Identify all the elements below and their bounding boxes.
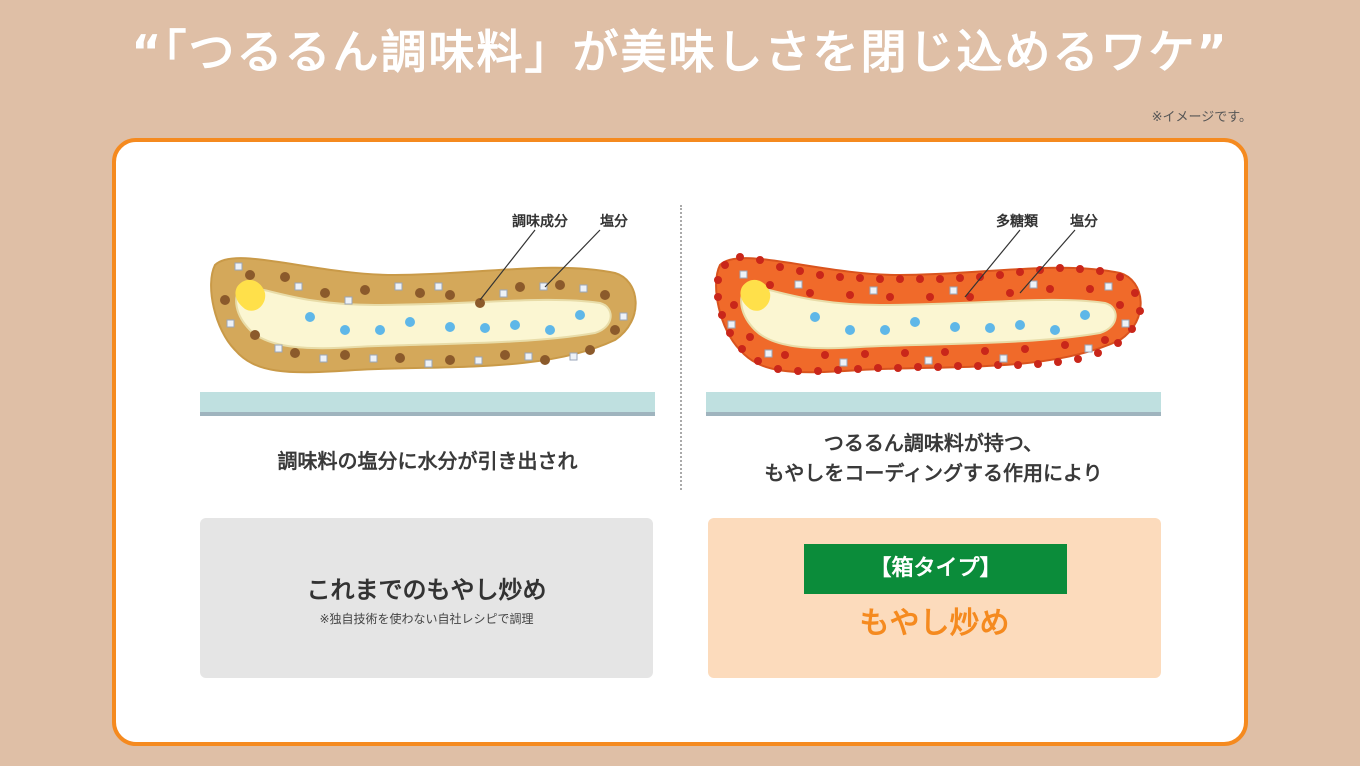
left-plate <box>200 392 655 416</box>
right-sprout-diagram <box>700 205 1170 420</box>
callout-seasoning: 調味成分 <box>512 214 568 230</box>
right-caption-line1: つるるん調味料が持つ、 <box>823 431 1044 455</box>
right-plate <box>706 392 1161 416</box>
box-type-badge: 【箱タイプ】 <box>804 544 1067 594</box>
center-divider <box>680 205 682 490</box>
right-caption-line2: もやしをコーディングする作用により <box>764 461 1103 485</box>
left-box-note: ※独自技術を使わない自社レシピで調理 <box>319 612 534 626</box>
callout-salt-right: 塩分 <box>1070 214 1098 230</box>
callout-salt-left: 塩分 <box>600 214 628 230</box>
page-title: “「つるるん調味料」が美味しさを閉じ込めるワケ” <box>131 25 1229 79</box>
left-result-box: これまでのもやし炒め ※独自技術を使わない自社レシピで調理 <box>200 518 653 678</box>
image-note: ※イメージです。 <box>1151 110 1252 125</box>
left-caption: 調味料の塩分に水分が引き出され <box>277 449 578 473</box>
callout-polysaccharide: 多糖類 <box>996 214 1038 230</box>
left-box-title: これまでのもやし炒め <box>306 576 547 604</box>
right-caption: つるるん調味料が持つ、 もやしをコーディングする作用により <box>706 428 1161 488</box>
right-result-box: 【箱タイプ】 もやし炒め <box>708 518 1161 678</box>
right-box-title: もやし炒め <box>859 606 1010 641</box>
left-sprout-diagram <box>195 205 665 420</box>
